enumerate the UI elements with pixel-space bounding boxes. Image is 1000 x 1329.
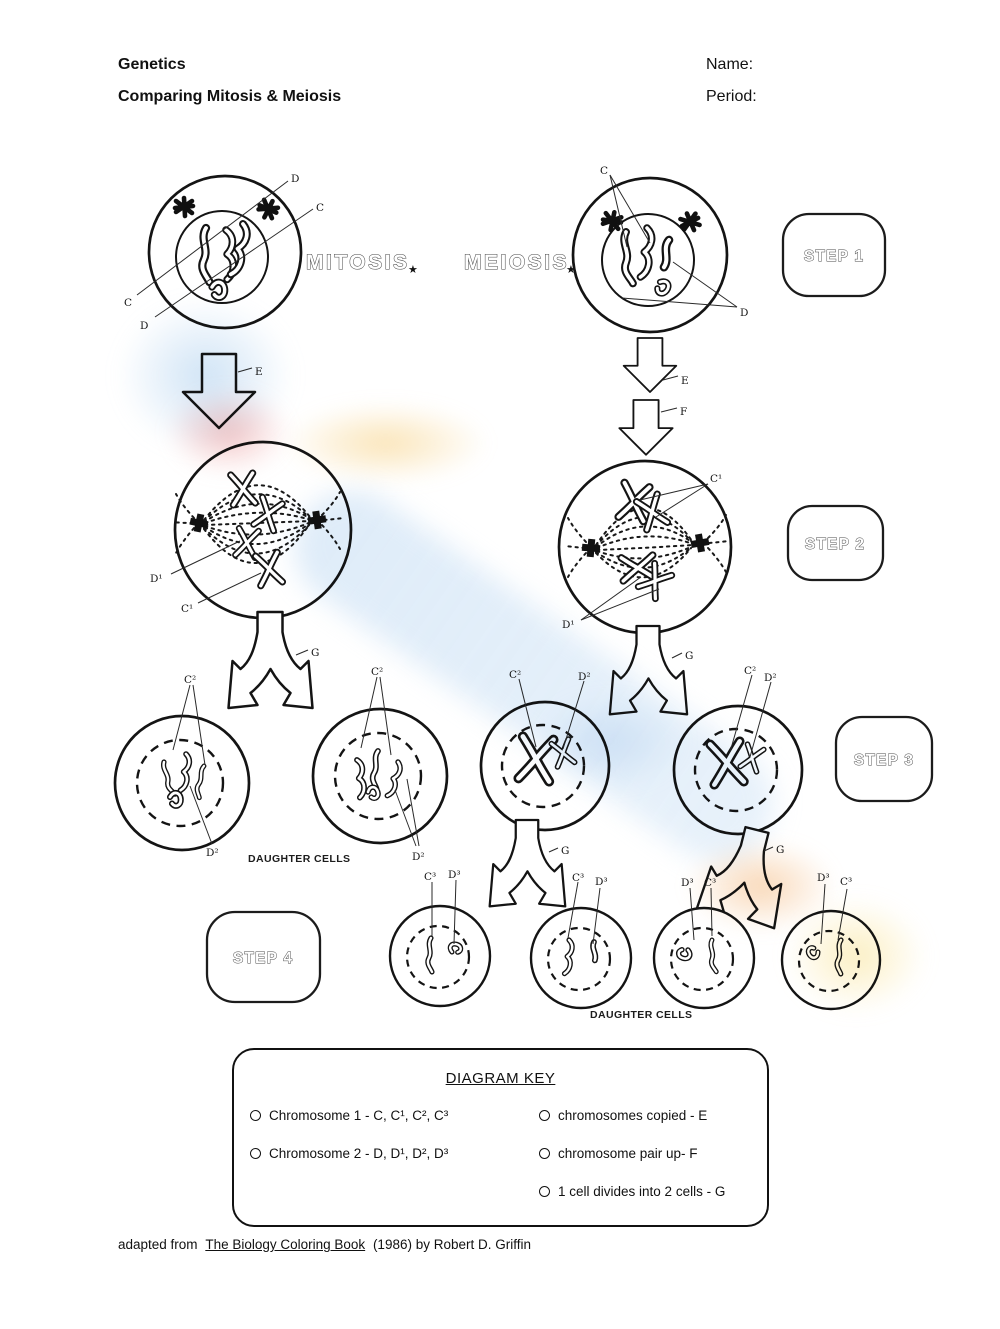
step3-box: STEP 3	[834, 715, 934, 803]
diagram-key-box: DIAGRAM KEY Chromosome 1 - C, C¹, C², C³…	[232, 1048, 769, 1227]
key-item-text: Chromosome 1 - C, C¹, C², C³	[269, 1108, 449, 1123]
key-item-chromosome1: Chromosome 1 - C, C¹, C², C³	[250, 1108, 448, 1123]
chromosome-d1-label: D¹	[150, 573, 163, 585]
mitosis-daughter-cell-left: C² D²	[113, 674, 251, 859]
meiosis-step3-cell-right: C² D²	[672, 665, 804, 836]
meiosis-daughter-cell-4: D³ C³	[780, 872, 882, 1011]
key-item-divides: 1 cell divides into 2 cells - G	[539, 1184, 725, 1199]
chromosome-c1-label: C¹	[181, 603, 193, 615]
key-item-text: Chromosome 2 - D, D¹, D², D³	[269, 1146, 449, 1161]
page-title: Comparing Mitosis & Meiosis	[118, 88, 342, 105]
key-item-pairup: chromosome pair up- F	[539, 1146, 698, 1161]
meiosis-arrow-f: F	[618, 399, 687, 456]
key-bullet-icon	[539, 1148, 550, 1159]
key-bullet-icon	[539, 1186, 550, 1197]
period-label: Period:	[706, 88, 757, 105]
arrow-e-label: E	[255, 366, 263, 378]
meiosis-step2-cell: C¹ D¹	[557, 459, 733, 635]
meiosis-step1-cell: C D	[571, 165, 748, 334]
step1-box: STEP 1	[781, 212, 887, 298]
step3-label: STEP 3	[854, 752, 914, 769]
name-label: Name:	[706, 56, 754, 73]
chromosome-d-label: D	[140, 320, 148, 332]
chromosome-c-label: C	[600, 165, 608, 177]
meiosis-arrow-g-mid: G	[608, 624, 693, 716]
mitosis-daughter-cells-caption: DAUGHTER CELLS	[248, 853, 350, 865]
meiosis-title: MEIOSIS	[464, 251, 569, 274]
meiosis-arrow-e: E	[622, 337, 689, 393]
meiosis-daughter-cell-1: C³ D³	[388, 869, 492, 1008]
key-item-chromosome2: Chromosome 2 - D, D¹, D², D³	[250, 1146, 448, 1161]
mitosis-step1-cell: D C C D	[124, 173, 324, 332]
arrow-g-label: G	[685, 650, 693, 662]
chromosome-d3-label: D³	[448, 869, 461, 881]
key-bullet-icon	[539, 1110, 550, 1121]
attribution-suffix: (1986) by Robert D. Griffin	[372, 1237, 532, 1252]
step4-box: STEP 4	[205, 910, 322, 1004]
arrow-e-label: E	[681, 375, 689, 387]
meiosis-daughter-cell-2: C³ D³	[529, 872, 633, 1010]
chromosome-c2-label: C²	[744, 665, 756, 677]
step4-label: STEP 4	[233, 950, 293, 967]
chromosome-d3-label: D³	[817, 872, 830, 884]
step1-label: STEP 1	[804, 248, 864, 265]
chromosome-c2-label: C²	[371, 666, 383, 678]
chromosome-d3-label: D³	[681, 877, 694, 889]
chromosome-c-label: C	[124, 297, 132, 309]
chromosome-c3-label: C³	[704, 877, 716, 889]
arrow-g-label: G	[311, 647, 319, 659]
chromosome-c2-label: C²	[184, 674, 196, 686]
key-item-copied: chromosomes copied - E	[539, 1108, 707, 1123]
mitosis-star-icon: ★	[408, 264, 418, 276]
step2-label: STEP 2	[805, 536, 865, 553]
attribution-book-title: The Biology Coloring Book	[205, 1237, 366, 1252]
chromosome-d2-label: D²	[578, 671, 591, 683]
meiosis-star-icon: ★	[566, 264, 576, 276]
key-bullet-icon	[250, 1110, 261, 1121]
chromosome-d2-label: D²	[412, 851, 425, 863]
meiosis-step3-cell-left: C² D²	[479, 669, 611, 832]
course-label: Genetics	[118, 56, 186, 73]
chromosome-c3-label: C³	[840, 876, 852, 888]
chromosome-d3-label: D³	[595, 876, 608, 888]
mitosis-arrow-g: G	[227, 610, 319, 710]
chromosome-c1-label: C¹	[710, 473, 722, 485]
diagram-key-title: DIAGRAM KEY	[445, 1070, 556, 1087]
chromosome-c2-label: C²	[509, 669, 521, 681]
chromosome-d-label: D	[740, 307, 748, 319]
chromosome-d1-label: D¹	[562, 619, 575, 631]
meiosis-daughter-cells-caption: DAUGHTER CELLS	[590, 1009, 692, 1021]
key-item-text: chromosome pair up- F	[558, 1146, 698, 1161]
chromosome-c3-label: C³	[424, 871, 436, 883]
key-bullet-icon	[250, 1148, 261, 1159]
chromosome-c3-label: C³	[572, 872, 584, 884]
source-attribution: adapted from The Biology Coloring Book (…	[118, 1237, 531, 1252]
step2-box: STEP 2	[786, 504, 885, 582]
meiosis-arrow-g-lower-left: G	[488, 818, 569, 908]
mitosis-step2-cell: D¹ C¹	[150, 440, 353, 620]
arrow-g-label: G	[776, 844, 784, 856]
chromosome-d2-label: D²	[764, 672, 777, 684]
attribution-prefix: adapted from	[118, 1237, 198, 1252]
chromosome-d2-label: D²	[206, 847, 219, 859]
mitosis-daughter-cell-right: C² D²	[311, 666, 449, 863]
key-item-text: 1 cell divides into 2 cells - G	[558, 1184, 726, 1199]
chromosome-c-label: C	[316, 202, 324, 214]
key-item-text: chromosomes copied - E	[558, 1108, 708, 1123]
chromosome-d-label: D	[291, 173, 299, 185]
arrow-g-label: G	[561, 845, 569, 857]
mitosis-title: MITOSIS	[306, 251, 409, 274]
mitosis-arrow-e: E	[181, 352, 263, 430]
arrow-f-label: F	[680, 406, 687, 418]
